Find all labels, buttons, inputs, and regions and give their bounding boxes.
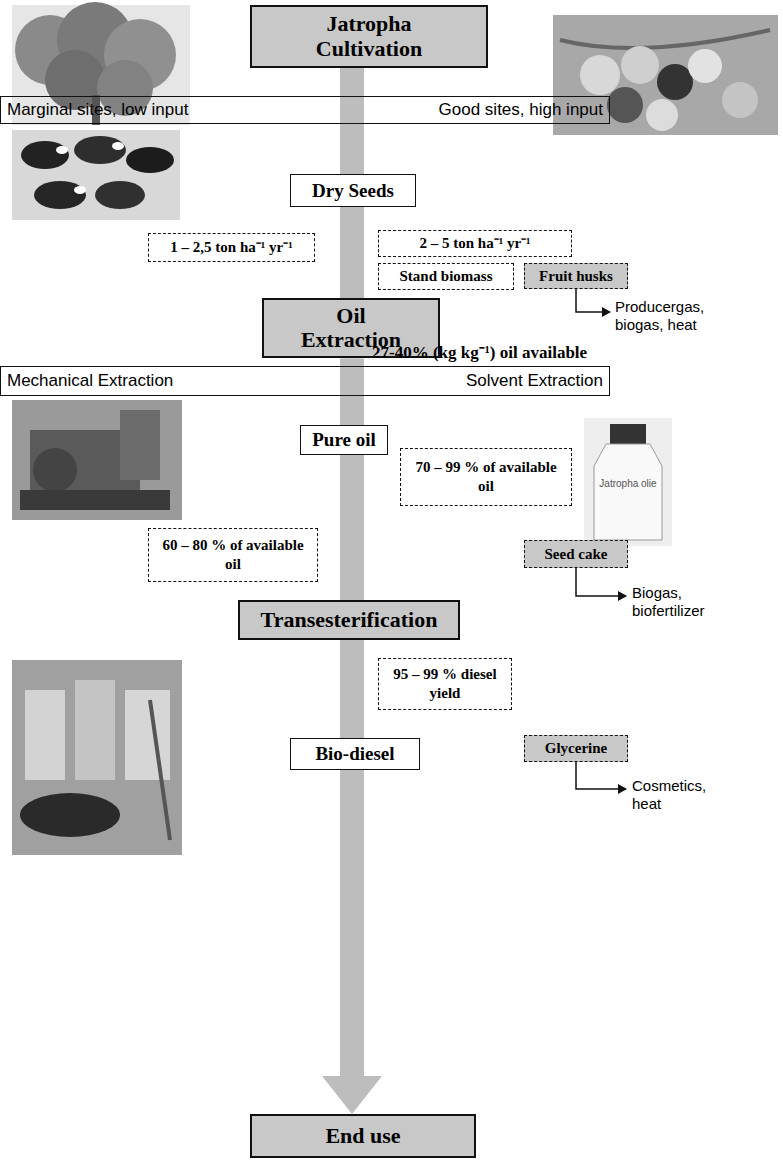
node-text: Seed cake [545,546,608,563]
use-label: Producergas, biogas, heat [615,298,740,334]
plant-photo [12,660,182,855]
yield-box: 70 – 99 % of available oil [400,448,572,506]
oil-content-label: 27-40% (kg kg⁻¹) oil available [372,340,587,363]
node-text: Marginal sites, low input [7,100,188,120]
leader-arrow [576,289,610,312]
leader-arrow [576,762,626,789]
process-box: Transesterification [238,600,460,640]
node-text: Jatropha Cultivation [292,12,446,60]
yield-box: 2 – 5 ton ha⁻¹ yr⁻¹ [378,230,572,257]
product-box: Pure oil [300,425,388,455]
process-box: Jatropha Cultivation [250,5,488,68]
node-text: Dry Seeds [312,180,394,202]
node-text: Fruit husks [539,268,613,285]
node-text: End use [325,1124,400,1148]
node-text: Solvent Extraction [466,371,603,391]
flow-arrow [340,207,364,298]
flow-arrow [340,358,364,425]
flow-arrow [322,770,382,1114]
site-band: Marginal sites, low input Good sites, hig… [0,96,610,124]
node-text: Bio-diesel [315,743,394,765]
bottle-label: Jatropha olie [594,478,662,489]
leader-arrow [576,568,626,596]
node-text: Transesterification [261,608,438,632]
flow-arrow [340,640,364,738]
product-box: Dry Seeds [290,174,416,207]
biomass-box: Stand biomass [378,263,514,290]
node-text: 70 – 99 % of available oil [407,458,565,496]
flow-arrow [340,455,364,600]
node-text: Stand biomass [400,267,493,286]
process-box: End use [250,1114,476,1158]
use-label: Biogas, biofertilizer [632,584,737,620]
node-text: 95 – 99 % diesel yield [385,665,505,703]
node-text: Glycerine [545,740,607,757]
node-text: 2 – 5 ton ha⁻¹ yr⁻¹ [419,234,530,253]
yield-box: 95 – 99 % diesel yield [378,658,512,710]
node-text: Pure oil [312,429,376,451]
flow-arrow [340,68,364,174]
node-text: Good sites, high input [439,100,603,120]
seeds-photo [12,130,180,220]
byproduct-box: Fruit husks [524,263,628,289]
byproduct-box: Seed cake [524,540,628,568]
yield-box: 60 – 80 % of available oil [148,528,318,582]
yield-box: 1 – 2,5 ton ha⁻¹ yr⁻¹ [148,233,315,262]
product-box: Bio-diesel [290,738,420,770]
node-text: 1 – 2,5 ton ha⁻¹ yr⁻¹ [170,238,292,257]
byproduct-box: Glycerine [524,735,628,762]
method-band: Mechanical Extraction Solvent Extraction [0,366,610,396]
use-label: Cosmetics, heat [632,777,722,813]
node-text: Mechanical Extraction [7,371,173,391]
press-photo [12,400,182,520]
bottle-photo [584,418,672,546]
node-text: 60 – 80 % of available oil [155,536,311,574]
